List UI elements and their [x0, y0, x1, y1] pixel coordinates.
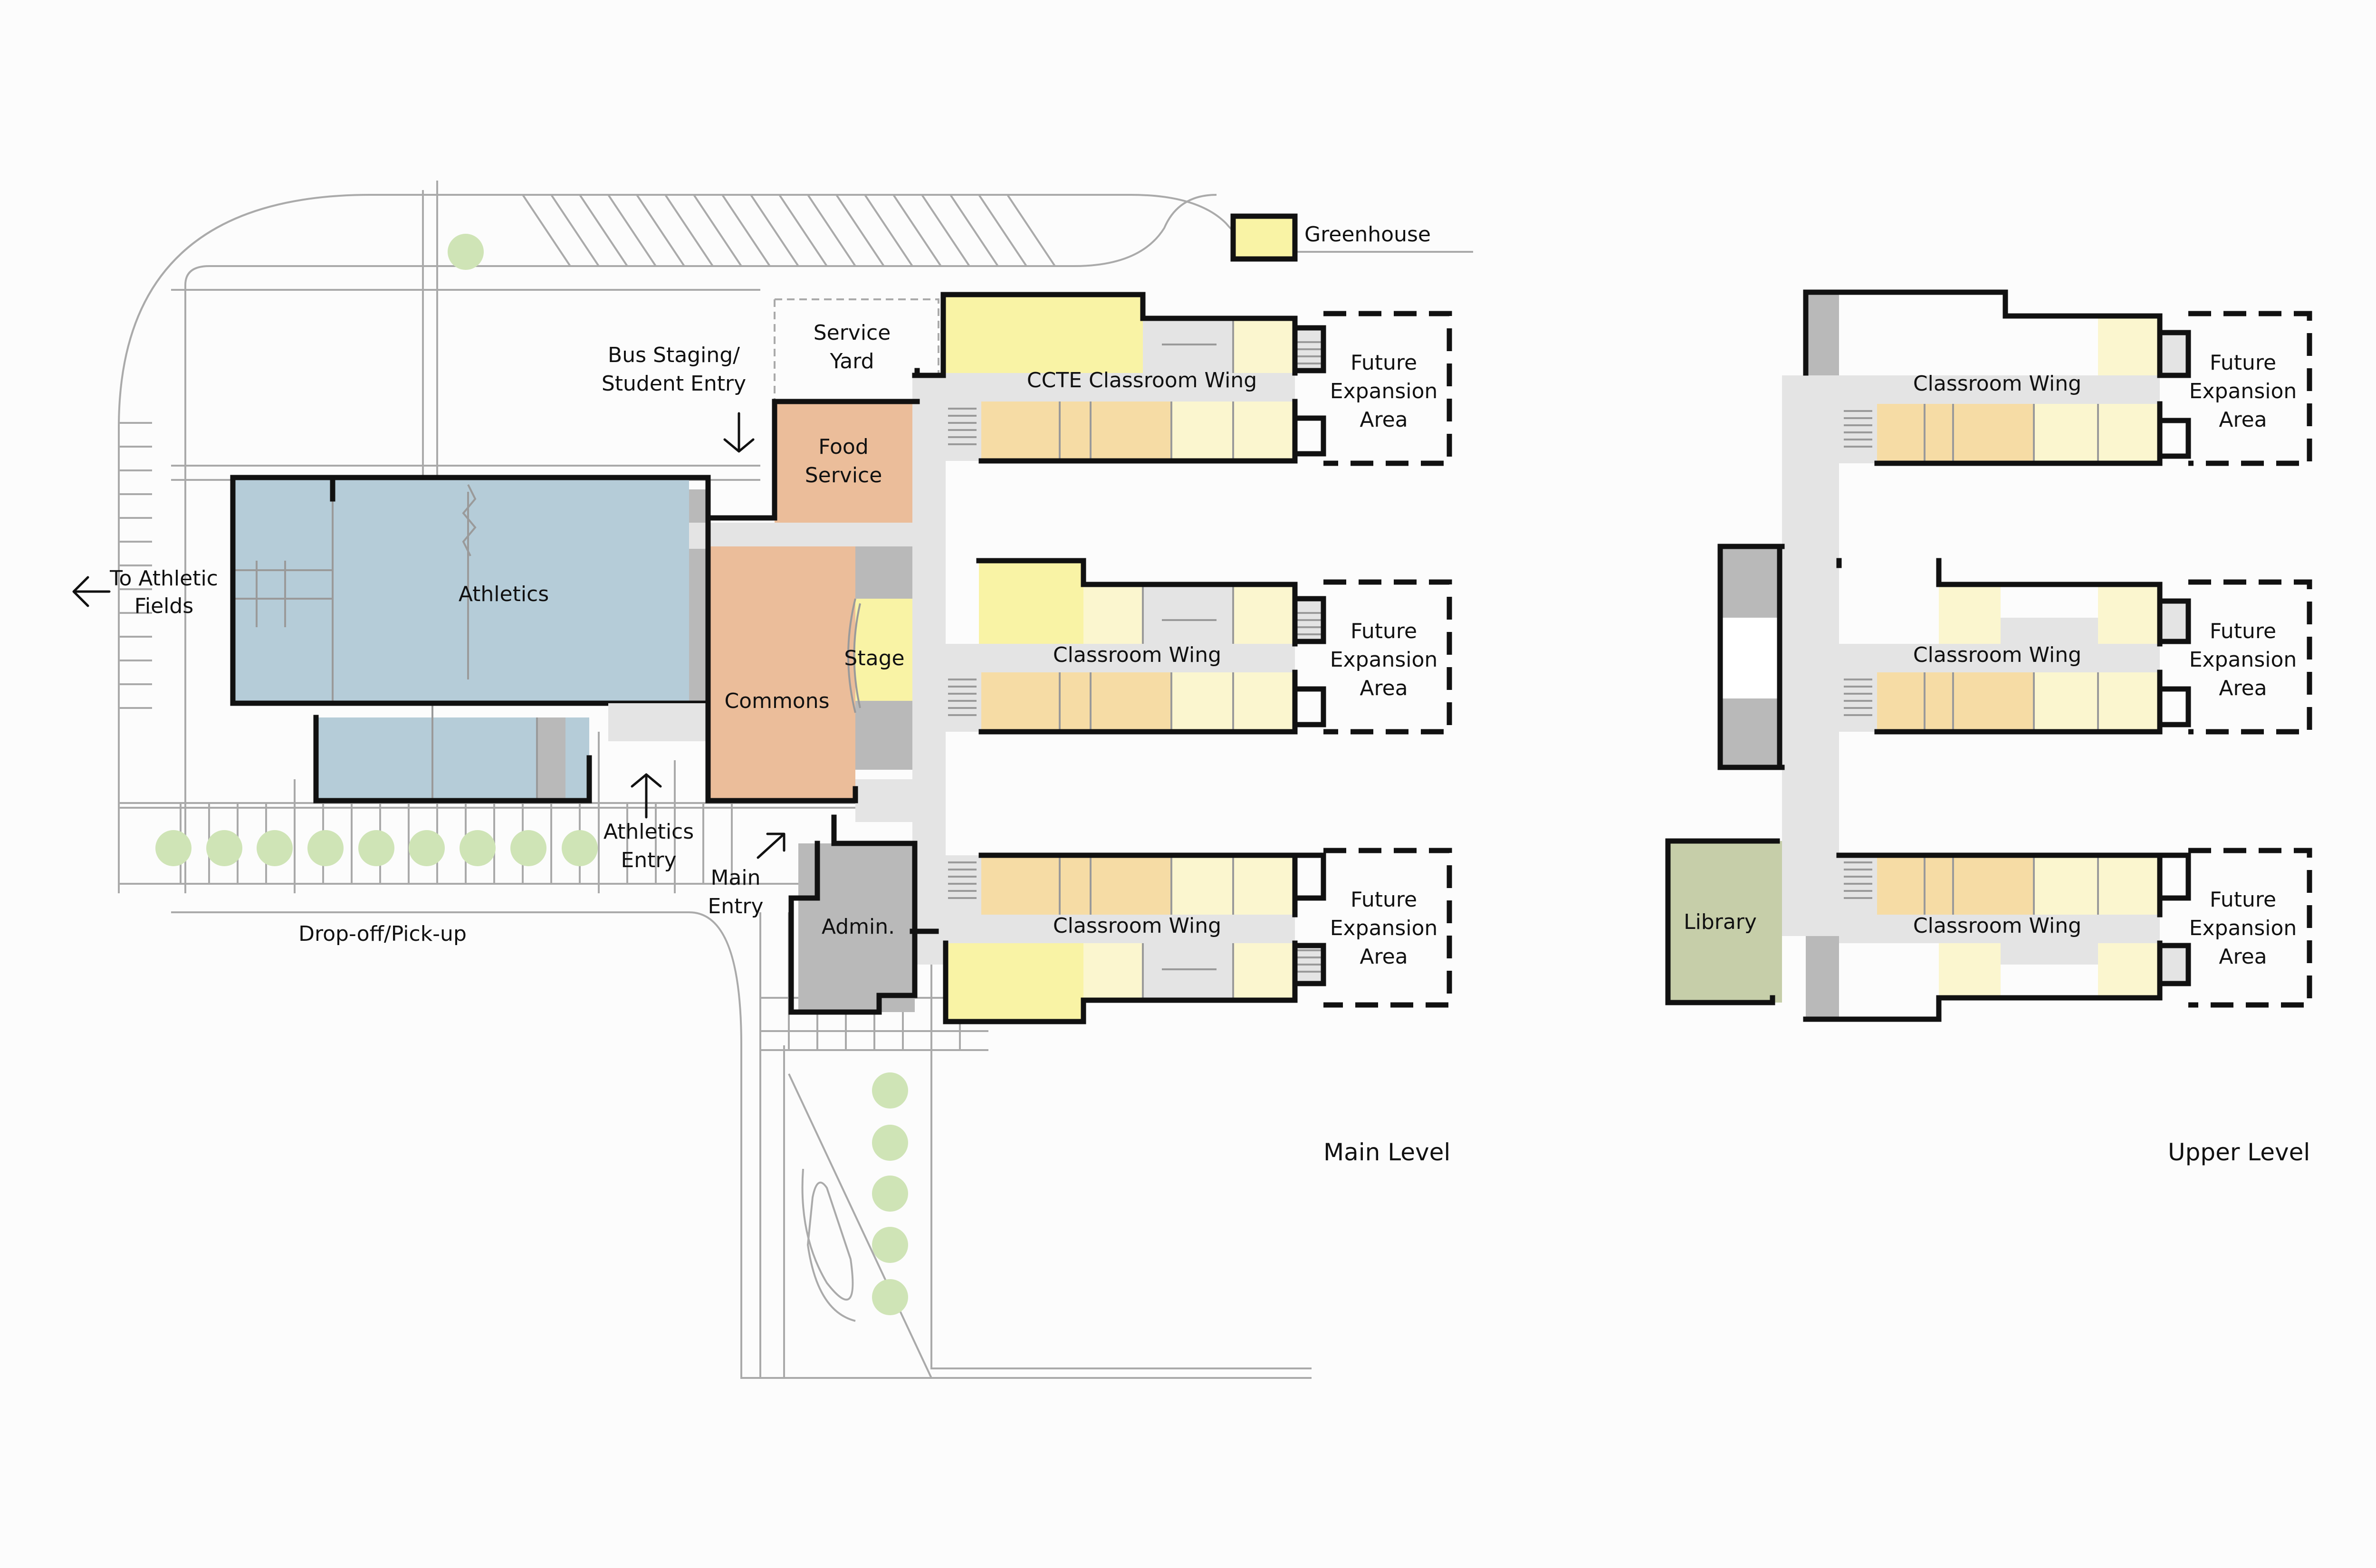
future-expansion-label: Expansion	[1330, 648, 1438, 672]
greenhouse-swatch	[1230, 213, 1298, 262]
to-athletic-fields-label: Fields	[134, 594, 193, 618]
bus-staging-label: Bus Staging/	[608, 343, 740, 367]
library-label: Library	[1684, 910, 1757, 934]
future-expansion-label: Future	[1351, 888, 1417, 912]
upper-classroom-wing-2	[1836, 558, 2312, 735]
upper-classroom-wing-3	[1803, 848, 2312, 1022]
stage	[855, 599, 912, 701]
trees	[155, 234, 908, 1315]
future-expansion-label: Area	[1360, 676, 1408, 700]
drop-off-label: Drop-off/Pick-up	[298, 922, 467, 946]
arrow-up-icon	[631, 773, 662, 819]
main-entry-label: Main	[710, 866, 760, 890]
upper-future-expansion-label: Expansion	[2189, 648, 2297, 672]
main-level-building	[230, 213, 1452, 1024]
commons	[708, 546, 855, 801]
future-expansion-label: Expansion	[1330, 916, 1438, 940]
upper-future-expansion-label: Area	[2219, 408, 2267, 432]
food-service-label: Food	[818, 435, 869, 459]
future-expansion-label: Area	[1360, 945, 1408, 969]
upper-level-building	[1665, 289, 2312, 1022]
future-expansion-label: Future	[1351, 619, 1417, 643]
commons-label: Commons	[724, 689, 829, 713]
main-corridor	[689, 523, 917, 549]
classroom-wing-label: Classroom Wing	[1053, 914, 1221, 938]
library	[1668, 841, 1782, 1003]
ccte-classroom-wing	[912, 292, 1452, 466]
admin-label: Admin.	[822, 915, 895, 939]
upper-future-expansion-label: Future	[2210, 888, 2276, 912]
site-context	[118, 181, 1473, 1379]
classroom-wing-label: Classroom Wing	[1053, 643, 1221, 667]
upper-classroom-wing-label: Classroom Wing	[1913, 372, 2081, 396]
labels: To Athletic Fields Athletics Commons Sta…	[109, 222, 2310, 1166]
future-expansion-label: Area	[1360, 408, 1408, 432]
food-service	[775, 402, 912, 523]
upper-future-expansion-label: Expansion	[2189, 379, 2297, 403]
athletics-entry-label: Entry	[621, 848, 676, 872]
upper-classroom-wing-label: Classroom Wing	[1913, 914, 2081, 938]
bus-staging-label: Student Entry	[602, 372, 746, 396]
upper-future-expansion-label: Future	[2210, 351, 2276, 375]
athletics-gym	[233, 478, 689, 703]
future-expansion-label: Expansion	[1330, 379, 1438, 403]
ccte-wing-label: CCTE Classroom Wing	[1027, 368, 1257, 392]
classroom-wing-middle	[943, 558, 1452, 735]
upper-future-expansion-label: Future	[2210, 619, 2276, 643]
upper-future-expansion-label: Area	[2219, 676, 2267, 700]
athletics-label: Athletics	[459, 582, 549, 606]
upper-future-expansion-label: Expansion	[2189, 916, 2297, 940]
service-yard-label: Service	[814, 321, 891, 345]
upper-classroom-wing-label: Classroom Wing	[1913, 643, 2081, 667]
upper-level-title: Upper Level	[2168, 1138, 2310, 1166]
entry-arrows	[72, 412, 786, 859]
greenhouse-label: Greenhouse	[1304, 222, 1431, 247]
main-level-title: Main Level	[1323, 1138, 1450, 1166]
upper-future-expansion-label: Area	[2219, 945, 2267, 969]
food-service-label: Service	[805, 463, 882, 488]
arrow-left-icon	[72, 576, 111, 607]
classroom-wing-bottom	[943, 848, 1452, 1024]
upper-classroom-wing-1	[1803, 289, 2312, 466]
arrow-northeast-icon	[757, 832, 786, 859]
arrow-down-icon	[723, 412, 755, 453]
future-expansion-label: Future	[1351, 351, 1417, 375]
athletics-entry-label: Athletics	[604, 820, 694, 844]
to-athletic-fields-label: To Athletic	[109, 566, 218, 591]
service-yard-label: Yard	[829, 349, 874, 373]
stage-label: Stage	[844, 646, 904, 670]
main-entry-label: Entry	[708, 894, 763, 918]
